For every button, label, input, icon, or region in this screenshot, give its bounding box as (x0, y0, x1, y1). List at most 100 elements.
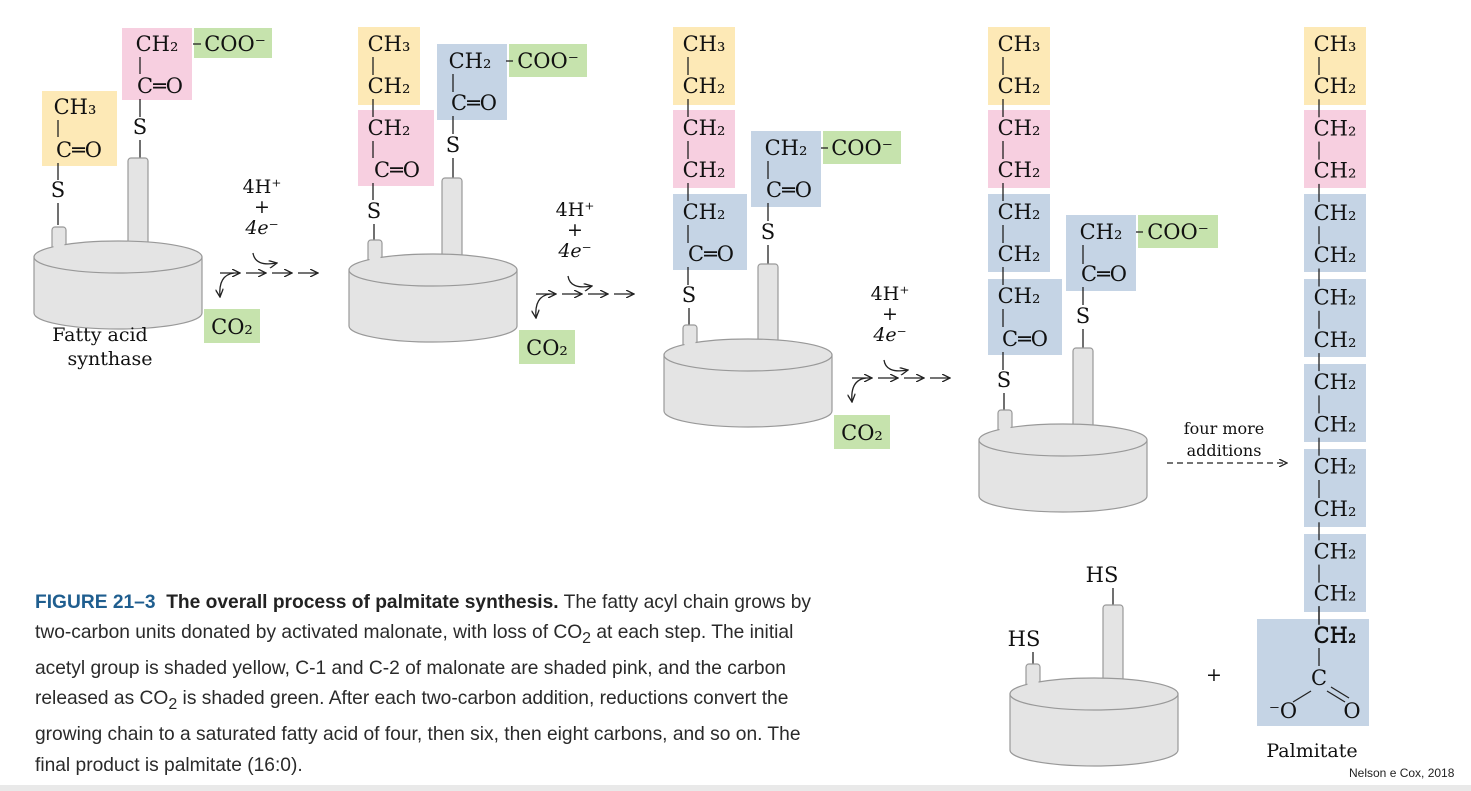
co2-label: CO₂ (211, 315, 253, 339)
malonate-c1c2-box (358, 110, 434, 186)
co2-box (519, 330, 575, 364)
s: S (761, 220, 775, 244)
caption-text-2: at each step. The initial acetyl group i… (35, 622, 794, 710)
o-minus: ⁻O (1269, 699, 1297, 723)
reduced-unit-box (1304, 194, 1366, 272)
enzyme-label-line1: Fatty acid (52, 324, 147, 346)
ch2: CH₂ (1314, 116, 1357, 140)
coo: COO⁻ (204, 32, 266, 56)
plus-label: + (567, 219, 583, 241)
malonate-co2-box (823, 131, 901, 164)
ch3: CH₃ (368, 32, 411, 56)
co2-release-arrow (220, 272, 235, 297)
ch3: CH₃ (54, 95, 97, 119)
source-credit: Nelson e Cox, 2018 (1349, 766, 1455, 780)
enzyme-body (978, 439, 1148, 513)
ch2: CH₂ (1314, 243, 1357, 267)
ch3: CH₃ (1314, 32, 1357, 56)
co2-box (834, 415, 890, 449)
chain-group: CH₂ (998, 74, 1041, 98)
s: S (133, 115, 147, 139)
four-more-label-line2: additions (1187, 441, 1262, 460)
malonate-co2-box (1138, 215, 1218, 248)
enzyme-body (663, 354, 833, 428)
figure-title: The overall process of palmitate synthes… (166, 592, 559, 613)
plus-label: + (254, 196, 270, 218)
ch2: CH₂ (1314, 201, 1357, 225)
reduced-unit-box (1304, 364, 1366, 442)
chain-group: CH₂ (998, 242, 1041, 266)
chain-group: CH₂ (998, 158, 1041, 182)
palmitate-label: Palmitate (1266, 740, 1357, 762)
four-more-label-line1: four more (1184, 419, 1265, 438)
ch2: CH₂ (1314, 412, 1357, 436)
bond (1326, 690, 1346, 703)
electrons-label: 4e⁻ (557, 240, 591, 262)
carboxylate-box (1257, 619, 1369, 726)
acetyl-box (42, 91, 117, 166)
bond (1330, 686, 1350, 699)
protons-label: 4H⁺ (243, 176, 282, 198)
bottom-bar (0, 785, 1471, 791)
ch2: CH₂ (1314, 159, 1357, 183)
electron-input-arrow (252, 252, 277, 264)
acetyl-box (988, 27, 1050, 105)
chain-group: CH₂ (998, 200, 1041, 224)
reduced-unit-box (1304, 534, 1366, 612)
malonate-c1c2-box (673, 110, 735, 188)
c-o: C═O (451, 91, 497, 115)
ch2: CH₂ (1314, 286, 1357, 310)
chain-group: CH₃ (683, 32, 726, 56)
caption-text-3: is shaded green. After each two-carbon a… (35, 688, 801, 776)
ch2: CH₂ (1314, 539, 1357, 563)
co2-release-arrow (852, 377, 867, 402)
co2-box (204, 309, 260, 343)
figure-caption: FIGURE 21–3 The overall process of palmi… (35, 588, 835, 781)
fatty-acid-synthase-shape (348, 177, 518, 343)
ch2: CH₂ (368, 74, 411, 98)
o: O (1343, 699, 1360, 723)
hs-label-tall: HS (1086, 563, 1119, 587)
c-o: C═O (1081, 262, 1127, 286)
ch2: CH₂ (1314, 497, 1357, 521)
chain-group: CH₂ (683, 200, 726, 224)
c-o: C═O (1002, 327, 1048, 351)
chain-group: CH₂ (998, 116, 1041, 140)
c-o: C═O (56, 138, 102, 162)
chain-group: CH₂ (998, 284, 1041, 308)
figure-number: FIGURE 21–3 (35, 592, 156, 613)
chain-group: CH₂ (683, 74, 726, 98)
reduced-unit-box (1304, 279, 1366, 357)
co2-release-arrow (536, 293, 551, 318)
malonate-c1c2-box (1066, 215, 1136, 291)
c-o: C═O (766, 178, 812, 202)
reduced-unit-box (988, 194, 1050, 272)
fatty-acid-synthase-shape (33, 157, 203, 330)
bond (1292, 690, 1312, 703)
coo: COO⁻ (831, 136, 893, 160)
protons-label: 4H⁺ (871, 283, 910, 305)
enzyme-top (663, 338, 833, 372)
malonate-c1c2-box (437, 44, 507, 120)
plus-sign: + (1206, 664, 1222, 686)
malonate-c1c2-box (1304, 110, 1366, 188)
co2-label: CO₂ (526, 336, 568, 360)
plus-label: + (882, 303, 898, 325)
malonate-c1c2-box (122, 28, 192, 100)
acetyl-box (358, 27, 420, 105)
ch2: CH₂ (1314, 624, 1357, 648)
ch2: CH₂ (368, 116, 411, 140)
ch2: CH₂ (1080, 220, 1123, 244)
caption-subscript-1: 2 (582, 630, 592, 648)
chain-group: CH₃ (998, 32, 1041, 56)
enzyme-top (33, 240, 203, 274)
s: S (1076, 304, 1090, 328)
enzyme-top (348, 253, 518, 287)
s: S (682, 283, 696, 307)
electron-input-arrow (567, 275, 592, 287)
protons-label: 4H⁺ (556, 199, 595, 221)
ch2: CH₂ (1314, 455, 1357, 479)
chain-group: CH₂ (683, 158, 726, 182)
enzyme-label-line2: synthase (68, 348, 153, 370)
ch2: CH₂ (1314, 328, 1357, 352)
